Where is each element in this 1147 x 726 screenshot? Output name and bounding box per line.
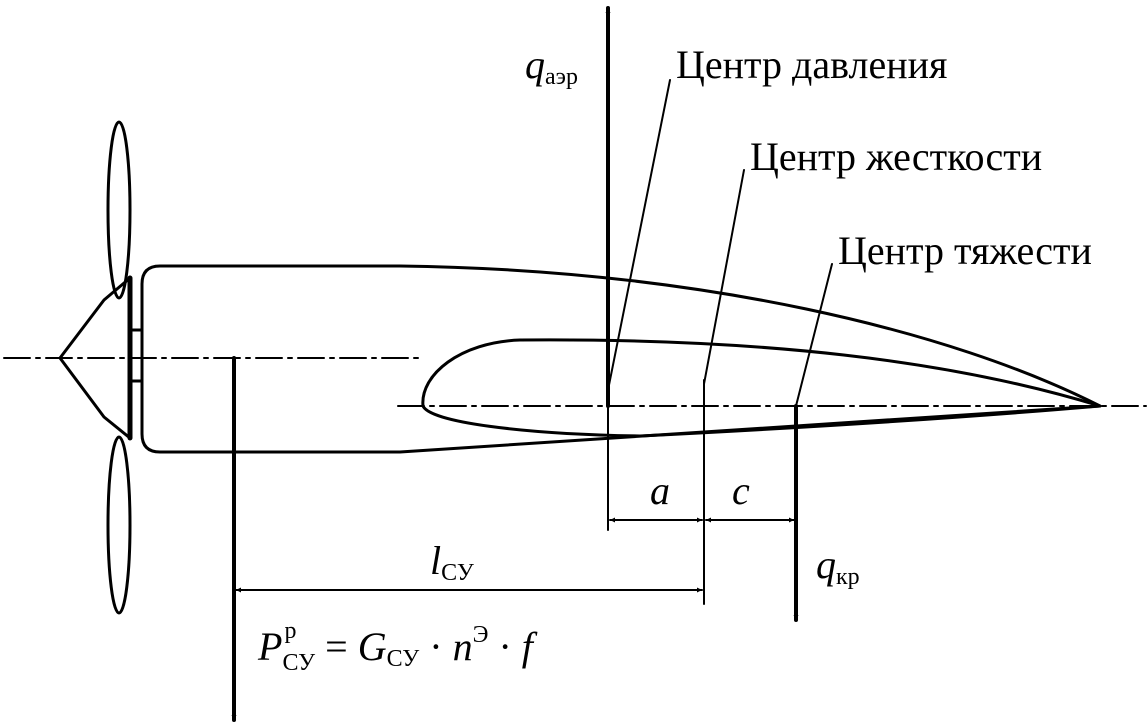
q-kr-label: qкр <box>816 542 860 590</box>
center-stiffness-label: Центр жесткости <box>750 134 1042 179</box>
center-pressure-label: Центр давления <box>676 42 947 87</box>
q-aer-label: qаэр <box>525 42 578 90</box>
dimension-l-su-label: lСУ <box>430 538 474 586</box>
engine-nacelle-outline <box>140 264 1102 454</box>
propeller-blade-top <box>106 120 132 300</box>
dimension-c-label: c <box>732 468 750 513</box>
center-pressure-leader <box>607 79 671 391</box>
center-stiffness-leader <box>703 169 745 385</box>
propeller-blade-bottom <box>106 435 132 615</box>
center-gravity-leader <box>795 263 833 407</box>
propeller <box>58 120 144 615</box>
wing-airfoil-outline <box>421 338 1102 438</box>
center-gravity-label: Центр тяжести <box>838 228 1092 273</box>
dimension-a-label: a <box>650 468 670 513</box>
